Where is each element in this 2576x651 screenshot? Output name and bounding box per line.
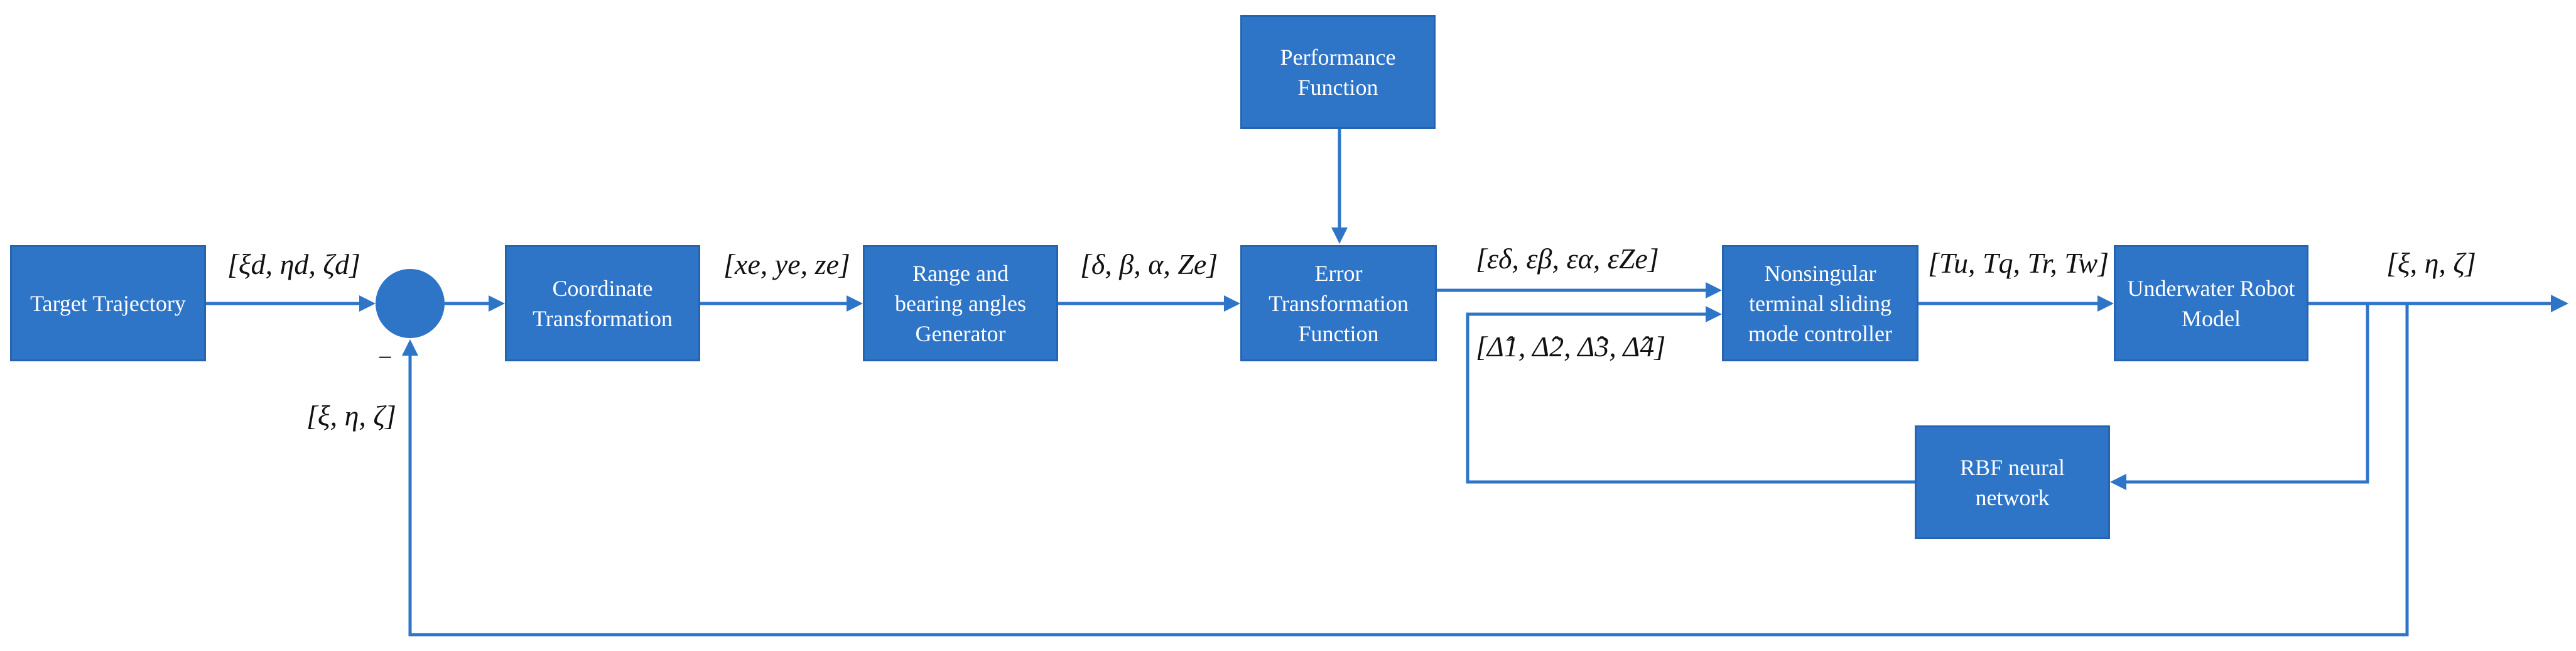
rbf-neural-network-block: RBF neural network bbox=[1915, 425, 2110, 539]
feedback-state-label: [ξ, η, ζ] bbox=[306, 400, 396, 432]
arrowhead-controller-to-robot bbox=[2097, 295, 2114, 312]
coordinate-transformation-block: Coordinate Transformation bbox=[505, 245, 700, 361]
connector-output-to-rbf bbox=[2123, 304, 2369, 484]
arrowhead-rbf-to-controller bbox=[1706, 306, 1722, 322]
performance-function-block: Performance Function bbox=[1240, 15, 1436, 129]
minus-sign: − bbox=[378, 343, 392, 371]
arrowhead-output bbox=[2551, 295, 2568, 312]
range-bearing-generator-block: Range and bearing angles Generator bbox=[863, 245, 1058, 361]
transformed-errors-label: [εδ, εβ, εα, εZe] bbox=[1476, 243, 1659, 275]
error-transformation-function-block: Error Transformation Function bbox=[1240, 245, 1437, 361]
target-trajectory-block: Target Trajectory bbox=[10, 245, 206, 361]
nonsingular-controller-block: Nonsingular terminal sliding mode contro… bbox=[1722, 245, 1918, 361]
estimates-label: [Δ̂1, Δ̂2, Δ̂3, Δ̂4] bbox=[1476, 331, 1666, 363]
arrowhead-feedback-to-sum bbox=[402, 339, 418, 356]
arrowhead-coordinate-to-range bbox=[847, 295, 863, 312]
arrowhead-range-to-error bbox=[1224, 295, 1240, 312]
control-inputs-label: [Tu, Tq, Tr, Tw] bbox=[1928, 247, 2109, 279]
arrowhead-error-to-controller bbox=[1706, 282, 1722, 298]
summing-junction-icon bbox=[376, 269, 445, 338]
arrowhead-performance-to-error bbox=[1331, 227, 1348, 244]
output-state-label: [ξ, η, ζ] bbox=[2386, 247, 2476, 279]
desired-trajectory-label: [ξd, ηd, ζd] bbox=[227, 248, 360, 280]
connector-rbf-to-controller bbox=[1466, 312, 1915, 484]
arrowhead-output-to-rbf bbox=[2110, 474, 2126, 490]
arrowhead-sum-to-coordinate bbox=[489, 295, 505, 312]
underwater-robot-model-block: Underwater Robot Model bbox=[2114, 245, 2308, 361]
connector-feedback-to-sum bbox=[408, 304, 2409, 637]
arrowhead-target-to-sum bbox=[359, 295, 376, 312]
position-error-label: [xe, ye, ze] bbox=[723, 248, 850, 280]
range-bearing-label: [δ, β, α, Ze] bbox=[1080, 248, 1218, 280]
